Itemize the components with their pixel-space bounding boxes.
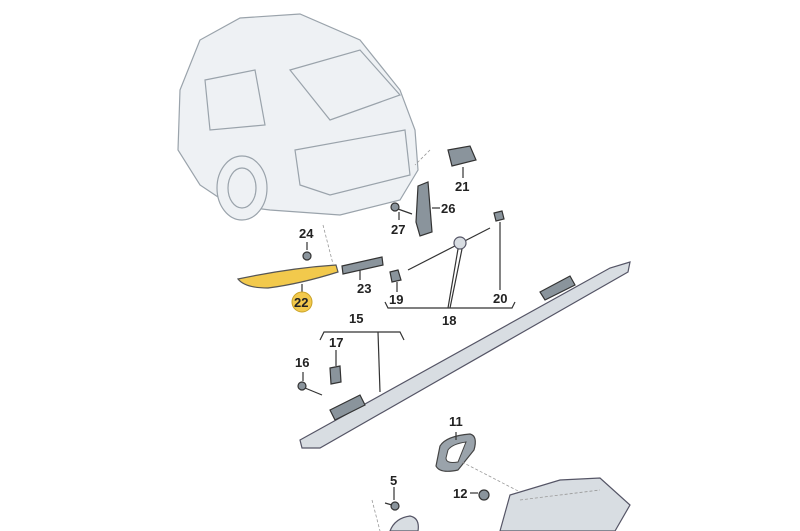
part-27[interactable]: 27 xyxy=(390,202,413,237)
label-17: 17 xyxy=(329,335,343,350)
label-27: 27 xyxy=(391,222,405,237)
label-24: 24 xyxy=(299,226,314,241)
label-15: 15 xyxy=(349,311,363,326)
label-12: 12 xyxy=(453,486,467,501)
tail-light-assembly[interactable] xyxy=(499,477,631,531)
part-23[interactable]: 23 xyxy=(341,256,384,296)
part-17[interactable]: 17 xyxy=(329,335,343,385)
part-12[interactable]: 12 xyxy=(453,486,490,501)
label-20: 20 xyxy=(493,291,507,306)
label-23: 23 xyxy=(357,281,371,296)
label-18: 18 xyxy=(442,313,456,328)
part-26[interactable]: 26 xyxy=(415,181,455,237)
highlight-badge xyxy=(291,291,313,313)
part-16[interactable]: 16 xyxy=(295,355,323,396)
label-5: 5 xyxy=(390,473,397,488)
label-16: 16 xyxy=(295,355,309,370)
label-22: 22 xyxy=(294,295,308,310)
part-24[interactable]: 24 xyxy=(299,226,314,261)
label-19: 19 xyxy=(389,292,403,307)
label-21: 21 xyxy=(455,179,469,194)
label-11: 11 xyxy=(449,414,463,429)
label-26: 26 xyxy=(441,201,455,216)
part-21[interactable]: 21 xyxy=(414,145,477,194)
part-22[interactable]: 22 xyxy=(236,224,339,313)
part-5[interactable]: 5 xyxy=(371,473,419,531)
vehicle-illustration xyxy=(177,13,419,221)
part-11[interactable]: 11 xyxy=(435,414,521,493)
part-15[interactable]: 15 xyxy=(299,261,631,449)
part-18[interactable]: 19 20 18 xyxy=(384,210,516,328)
